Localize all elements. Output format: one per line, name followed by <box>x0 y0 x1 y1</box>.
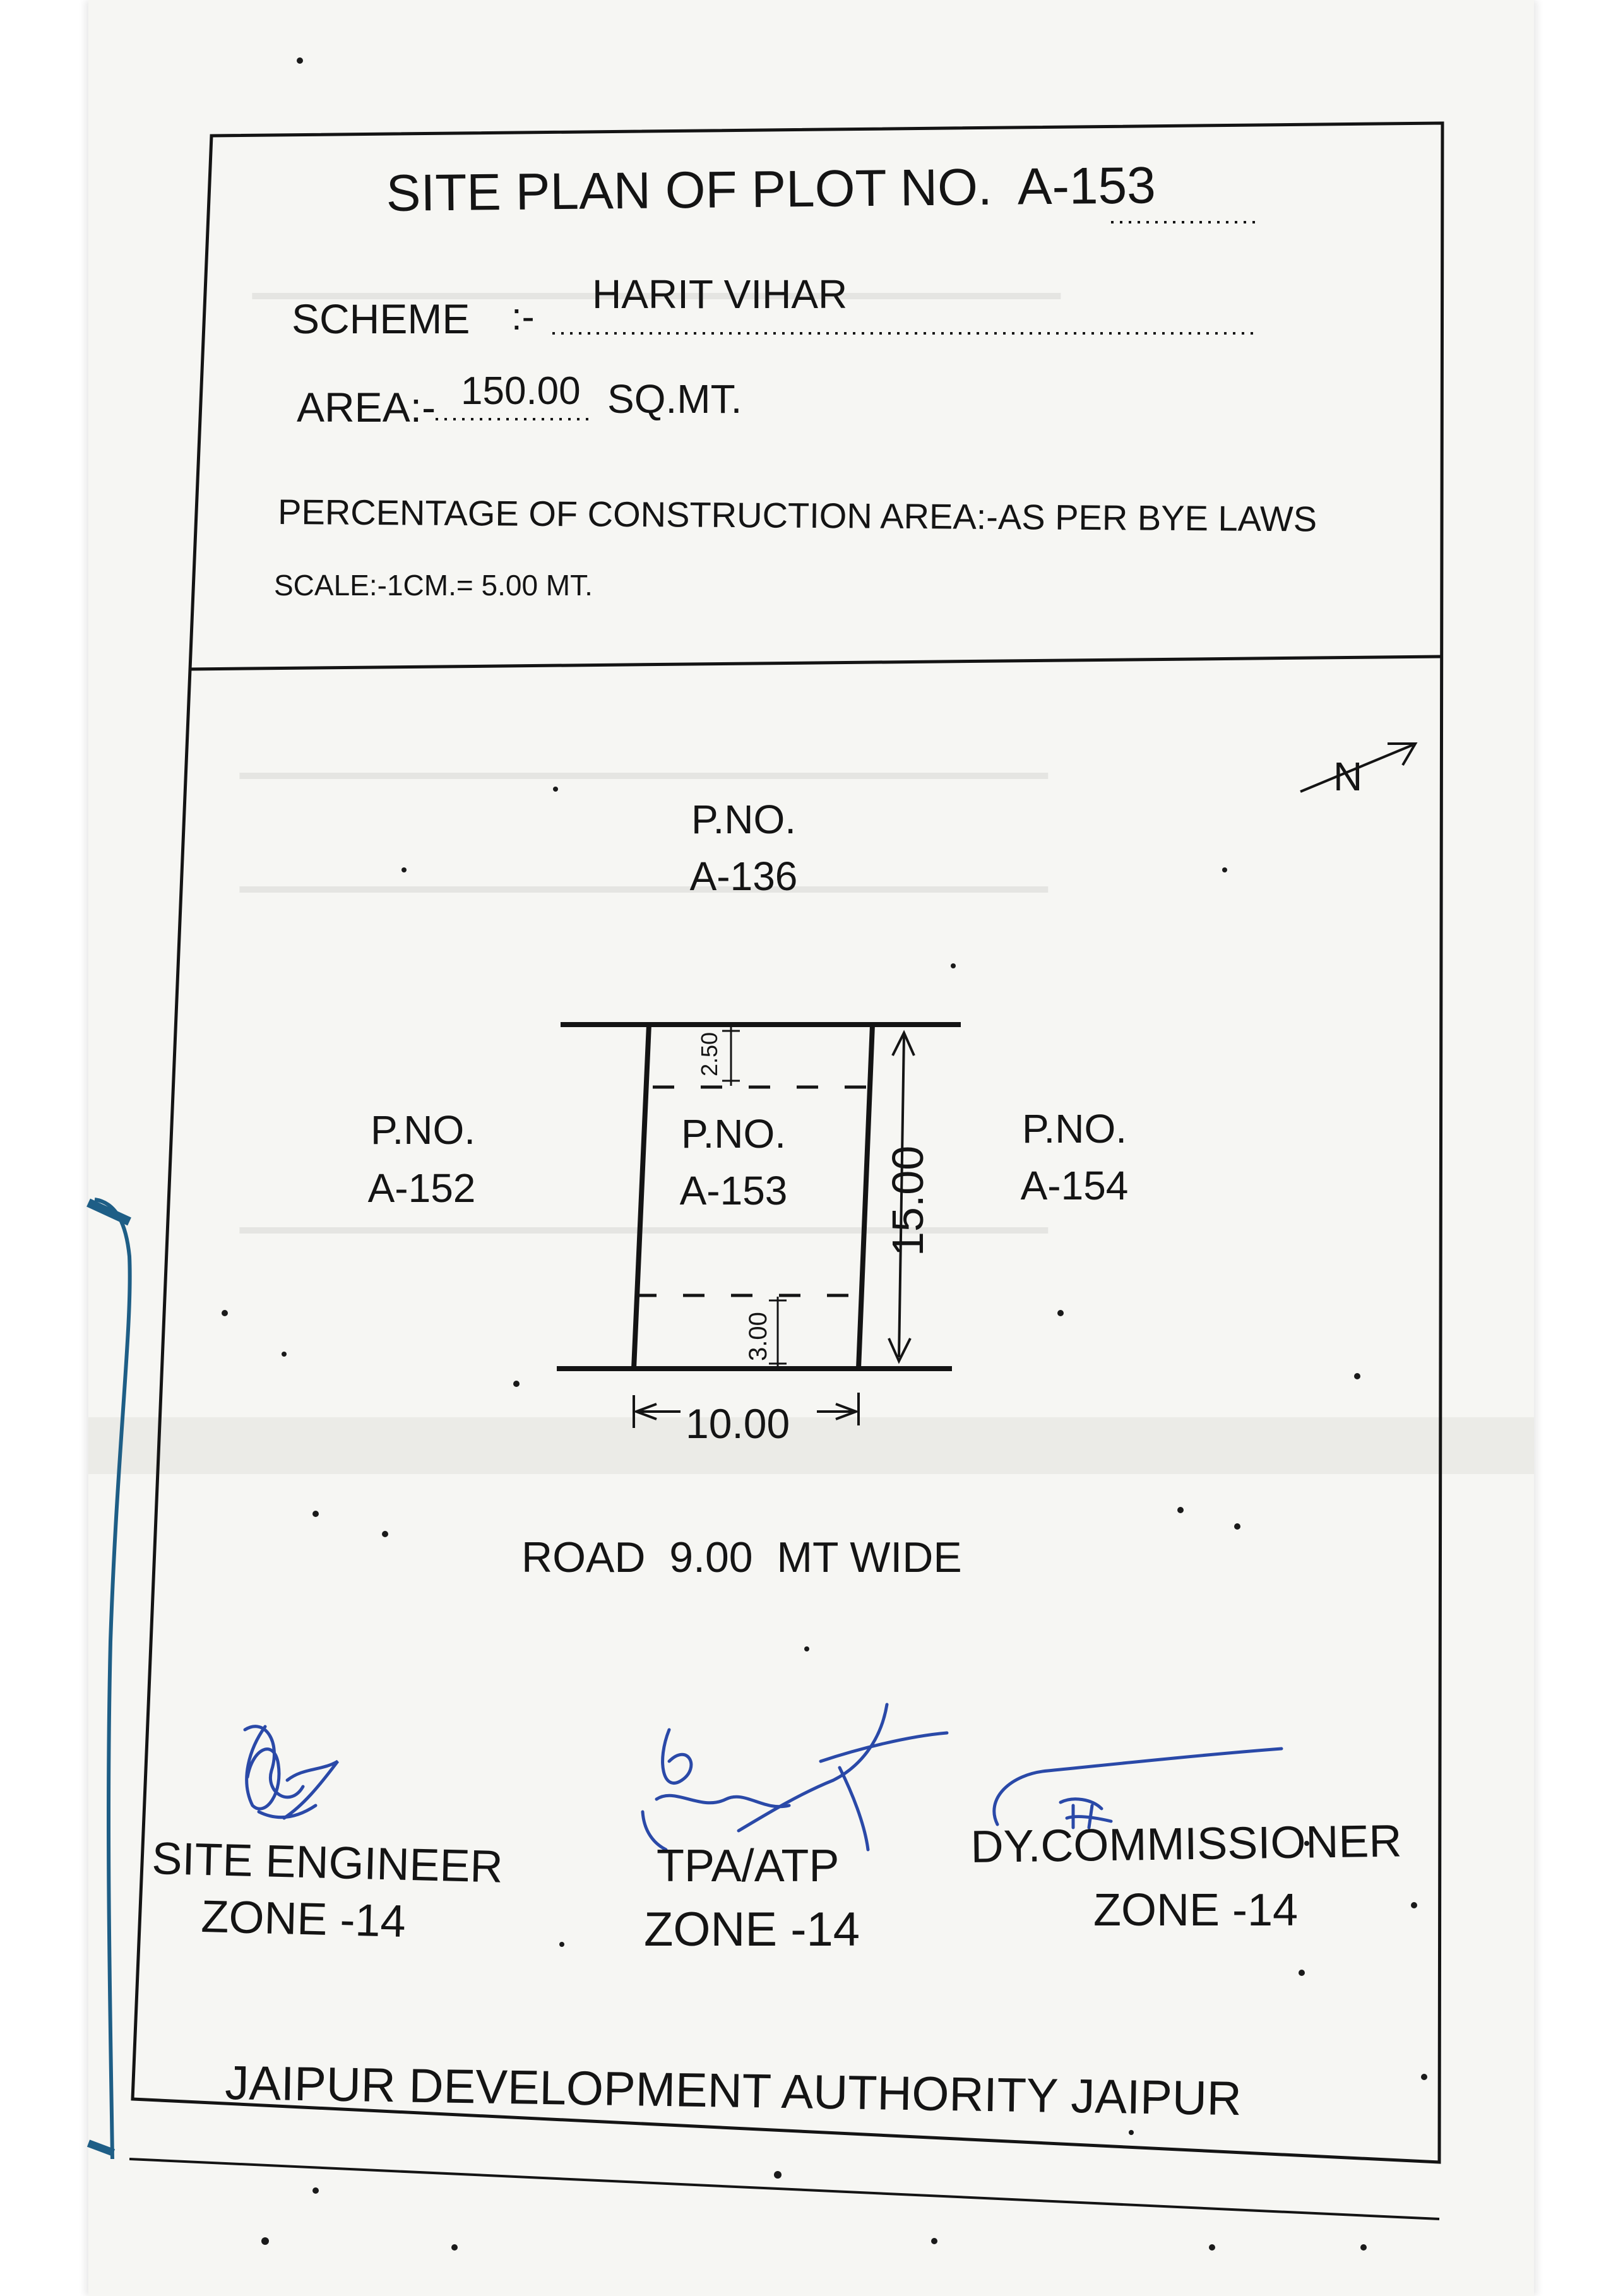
binding-knot <box>86 2139 116 2156</box>
road-label: ROAD 9.00 MT WIDE <box>521 1533 962 1581</box>
site-engineer-signature <box>243 1725 339 1820</box>
width-value: 10.00 <box>686 1400 790 1447</box>
scale-note: SCALE:-1CM.= 5.00 MT. <box>274 569 593 602</box>
tpa-atp-title: TPA/ATP <box>657 1841 839 1891</box>
bleed-through-text: ▁▁▁▁▁▁▁▁▁▁▁▁▁▁▁▁▁▁▁▁▁▁▁▁▁▁ <box>240 733 1048 778</box>
plot-label-east: P.NO. <box>1022 1106 1127 1151</box>
depth-dimension <box>888 1030 915 1364</box>
document-paper: ▁▁▁▁▁▁▁▁▁▁▁▁▁▁▁▁▁▁▁▁▁▁▁▁▁▁ ▁▁▁▁▁▁▁▁▁▁▁▁▁… <box>88 0 1534 2296</box>
plot-label-center-number: A-153 <box>680 1168 788 1213</box>
bleed-through-text: ▁▁▁▁▁▁▁▁▁▁▁▁▁▁▁▁▁▁▁▁▁▁▁▁▁▁ <box>240 847 1048 891</box>
plan-title: SITE PLAN OF PLOT NO. A-153 <box>386 157 1156 222</box>
tpa-atp-zone: ZONE -14 <box>644 1903 860 1956</box>
area-value: 150.00 <box>461 369 581 413</box>
plot-label-north-number: A-136 <box>690 854 798 899</box>
dy-commissioner-zone: ZONE -14 <box>1093 1885 1298 1936</box>
binding-knot <box>86 1198 131 1226</box>
bottom-setback-dimension <box>769 1297 787 1367</box>
header-divider <box>189 655 1443 671</box>
scheme-separator: :- <box>511 295 535 338</box>
scheme-value: HARIT VIHAR <box>592 271 847 317</box>
plot-number: A-153 <box>1017 157 1156 215</box>
north-label: N <box>1333 754 1362 799</box>
area-label: AREA:- <box>297 384 436 431</box>
north-arrow-icon: N <box>1300 742 1418 799</box>
bleed-through-text: ▁▁▁▁▁▁▁▁▁▁▁▁▁▁▁▁▁▁▁▁▁▁▁▁▁▁ <box>253 253 1061 298</box>
top-setback-dimension <box>722 1026 740 1086</box>
tpa-atp-signature <box>641 1703 949 1852</box>
top-setback-value: 2.50 <box>696 1032 722 1076</box>
dy-commissioner-title: DY.COMMISSIONER <box>970 1816 1402 1872</box>
bottom-rule <box>129 2158 1440 2220</box>
plot-label-center: P.NO. <box>681 1111 786 1157</box>
plot-label-west: P.NO. <box>371 1107 475 1153</box>
width-dimension <box>633 1393 860 1428</box>
binding-thread <box>94 1198 132 2160</box>
site-engineer-zone: ZONE -14 <box>201 1891 407 1947</box>
authority-footer: JAIPUR DEVELOPMENT AUTHORITY JAIPUR <box>225 2056 1242 2126</box>
plot-outline <box>557 1022 961 1371</box>
setback-lines <box>635 1085 870 1297</box>
site-engineer-title: SITE ENGINEER <box>152 1833 504 1893</box>
paper-specks <box>222 57 1427 2251</box>
plot-label-west-number: A-152 <box>368 1165 476 1211</box>
plot-label-east-number: A-154 <box>1021 1163 1129 1208</box>
fold-crease <box>88 1417 1534 1474</box>
plot-label-north: P.NO. <box>691 797 796 842</box>
bottom-setback-value: 3.00 <box>744 1312 772 1361</box>
dy-commissioner-signature <box>992 1747 1283 1829</box>
scheme-label: SCHEME <box>292 295 470 342</box>
construction-percentage: PERCENTAGE OF CONSTRUCTION AREA:-AS PER … <box>278 492 1317 538</box>
area-unit: SQ.MT. <box>607 376 742 422</box>
document-border <box>131 121 1444 2164</box>
depth-value: 15.00 <box>883 1146 932 1256</box>
